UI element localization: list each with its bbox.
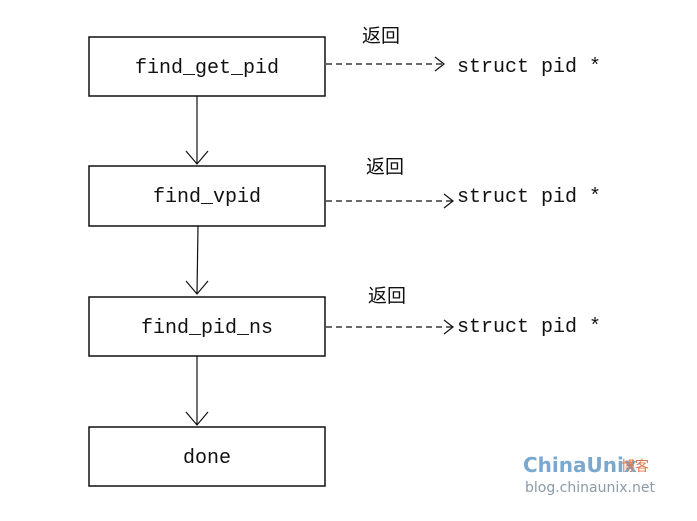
watermark-logo: ChinaUnix xyxy=(523,453,637,477)
return-tag-1: 返回 xyxy=(362,25,400,47)
return-type-2: struct pid * xyxy=(457,186,601,209)
chinaunix-watermark: ChinaUnix 博客 blog.chinaunix.net xyxy=(523,453,655,496)
node-done: done xyxy=(88,426,326,487)
node-find-vpid: find_vpid xyxy=(88,165,326,227)
return-type-3: struct pid * xyxy=(457,316,601,339)
flow-arrow-2 xyxy=(185,225,209,295)
return-arrow-2 xyxy=(326,193,454,209)
node-box xyxy=(88,36,326,97)
flow-arrow-1 xyxy=(185,96,209,165)
return-type-1: struct pid * xyxy=(457,56,601,79)
node-find-get-pid: find_get_pid xyxy=(88,36,326,97)
node-box xyxy=(88,165,326,227)
watermark-url: blog.chinaunix.net xyxy=(525,480,655,496)
node-label: done xyxy=(183,447,231,470)
return-tag-2: 返回 xyxy=(366,156,404,178)
node-label: find_pid_ns xyxy=(141,317,273,340)
flow-arrow-3 xyxy=(185,356,209,426)
node-box xyxy=(88,426,326,487)
return-arrow-3 xyxy=(326,319,454,335)
return-tag-3: 返回 xyxy=(368,285,406,307)
node-box xyxy=(88,296,326,357)
return-arrow-1 xyxy=(326,56,445,72)
node-label: find_vpid xyxy=(153,186,261,209)
node-label: find_get_pid xyxy=(135,57,279,80)
watermark-logo-suffix: 博客 xyxy=(621,458,649,475)
node-find-pid-ns: find_pid_ns xyxy=(88,296,326,357)
